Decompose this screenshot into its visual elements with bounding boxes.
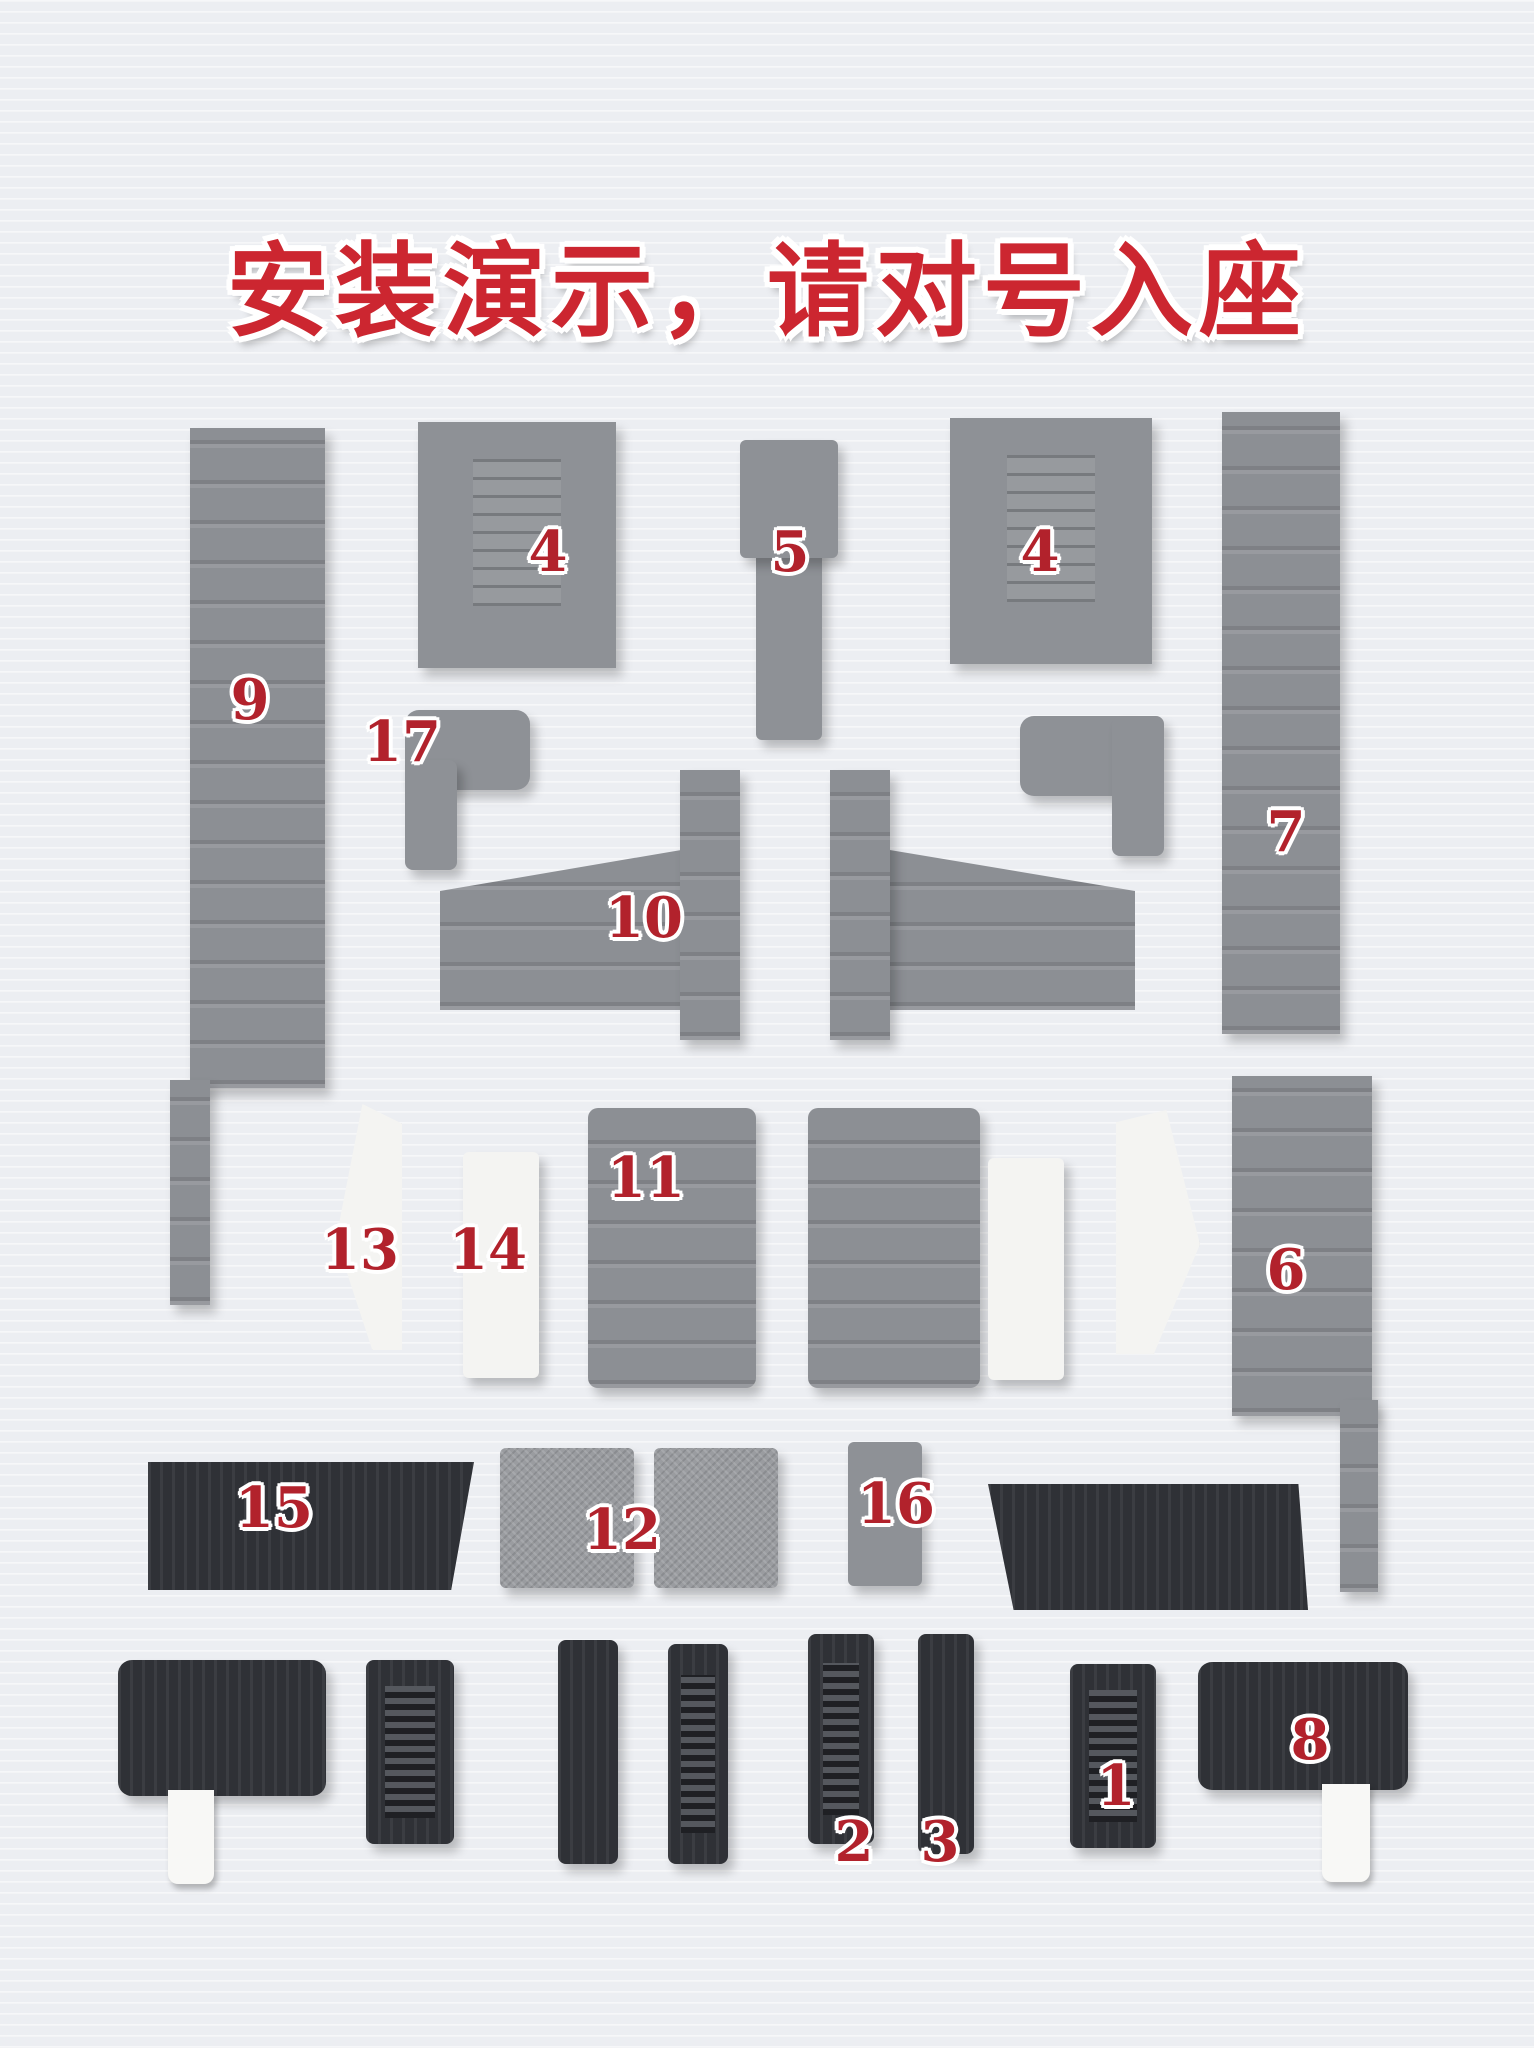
part-11-leg-right	[808, 1108, 980, 1388]
vent-slats	[385, 1685, 435, 1819]
box-ridge-detail	[473, 458, 561, 607]
part-9-tab	[170, 1080, 210, 1305]
part-12-mesh-right	[654, 1448, 778, 1588]
part-8-foot	[1198, 1662, 1408, 1790]
part-8-peg	[1322, 1784, 1370, 1882]
label-13: 13	[321, 1217, 399, 1283]
part-4-box-left	[418, 422, 616, 668]
label-17: 17	[363, 709, 441, 775]
part-3-rail-left	[558, 1640, 618, 1864]
label-4-right: 4	[1020, 519, 1060, 585]
part-2-rail-left	[668, 1644, 728, 1864]
part-10-bracket-left-upright	[680, 770, 740, 1040]
part-13-wedge-right	[1116, 1110, 1200, 1354]
label-3: 3	[920, 1809, 960, 1875]
part-15-plate-left	[148, 1462, 474, 1590]
part-16-small-block	[848, 1442, 922, 1586]
label-14: 14	[449, 1217, 527, 1283]
label-8: 8	[1290, 1707, 1330, 1773]
label-5: 5	[770, 519, 810, 585]
part-4-box-right	[950, 418, 1152, 664]
label-9: 9	[230, 667, 270, 733]
label-6: 6	[1266, 1237, 1306, 1303]
part-7-long-panel	[1222, 412, 1340, 1034]
vent-slats	[1088, 1689, 1138, 1823]
vent-slats	[681, 1674, 715, 1834]
part-17-joint-right-base	[1112, 716, 1164, 856]
part-12-mesh-left	[500, 1448, 634, 1588]
label-7: 7	[1266, 799, 1306, 865]
label-16: 16	[857, 1471, 935, 1537]
part-17-joint-left-base	[405, 760, 457, 870]
part-1-vent	[1070, 1664, 1156, 1848]
label-4-left: 4	[528, 519, 568, 585]
label-11: 11	[607, 1145, 685, 1211]
part-14-block-right	[988, 1158, 1064, 1380]
title-banner: 安装演示，请对号入座	[227, 233, 1307, 352]
part-5-cap	[740, 440, 838, 558]
box-ridge-detail	[1006, 454, 1096, 603]
vent-slats	[822, 1663, 860, 1815]
part-9-long-panel	[190, 428, 325, 1088]
label-12: 12	[583, 1497, 661, 1563]
part-15-plate-right	[988, 1484, 1308, 1610]
part-14-block-left	[463, 1152, 539, 1378]
label-1: 1	[1096, 1753, 1136, 1819]
part-8-foot-left	[118, 1660, 326, 1796]
part-8-peg-left	[168, 1790, 214, 1884]
label-10: 10	[605, 885, 683, 951]
part-3-rail	[918, 1634, 974, 1854]
part-1-vent-left	[366, 1660, 454, 1844]
part-6-short-panel	[1232, 1076, 1372, 1416]
label-15: 15	[235, 1475, 313, 1541]
label-2: 2	[834, 1809, 874, 1875]
part-10-bracket-right-upright	[830, 770, 890, 1040]
part-2-rail	[808, 1634, 874, 1844]
part-11-leg-left	[588, 1108, 756, 1388]
part-6-tab	[1340, 1400, 1378, 1592]
